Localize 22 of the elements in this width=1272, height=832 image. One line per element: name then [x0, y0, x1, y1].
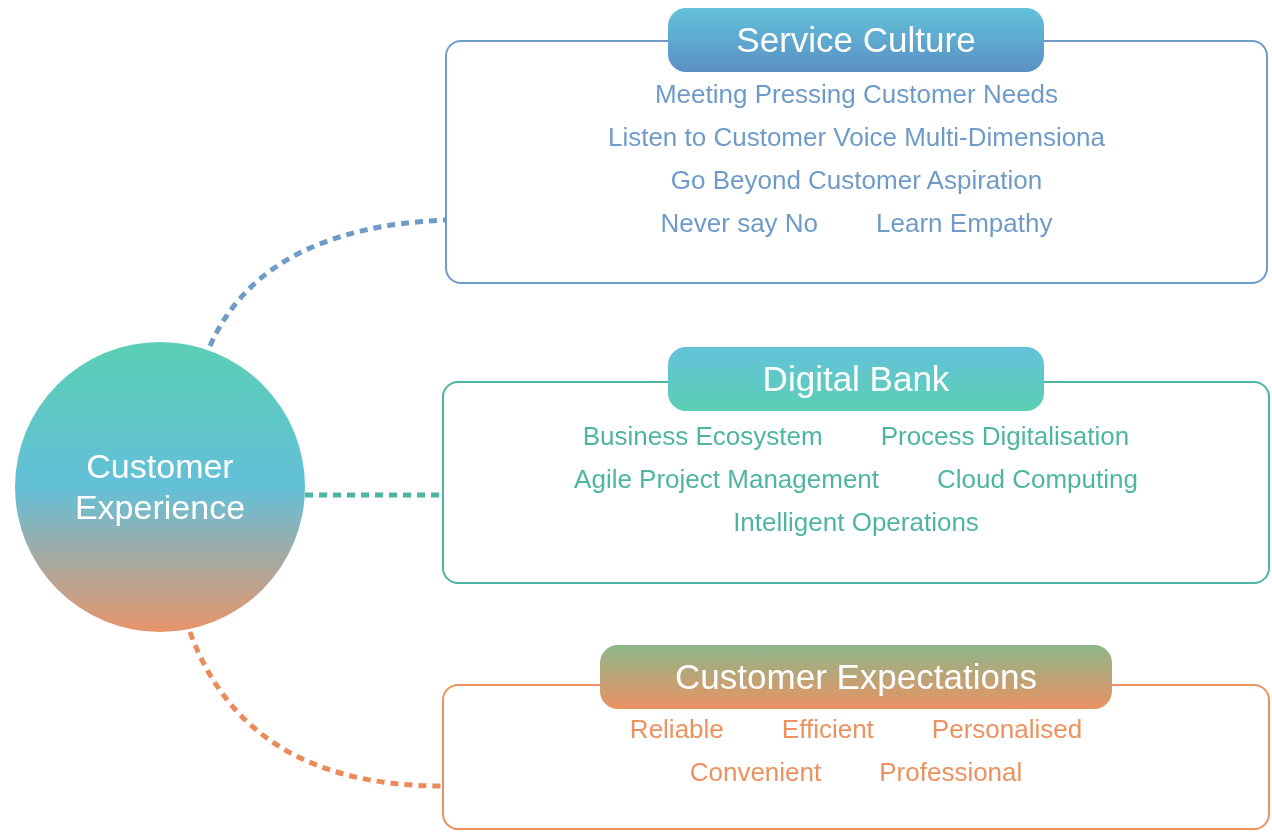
heading-pill: Service Culture — [668, 8, 1044, 72]
item-text: Efficient — [781, 714, 874, 745]
heading-pill: Customer Expectations — [600, 645, 1112, 709]
dotted-connector — [207, 217, 446, 348]
item-text: Meeting Pressing Customer Needs — [654, 79, 1059, 110]
item-text: Personalised — [931, 714, 1083, 745]
item-text: Business Ecosystem — [582, 421, 823, 452]
item-text: Cloud Computing — [937, 464, 1138, 495]
item-text: Reliable — [629, 714, 724, 745]
item-text: Learn Empathy — [876, 208, 1053, 239]
item-text: Intelligent Operations — [733, 507, 979, 538]
dotted-connector — [187, 631, 443, 789]
item-text: Professional — [879, 757, 1023, 788]
dotted-connector — [305, 492, 442, 498]
item-text: Go Beyond Customer Aspiration — [670, 165, 1043, 196]
item-text: Never say No — [660, 208, 819, 239]
item-text: Process Digitalisation — [880, 421, 1130, 452]
item-text: Listen to Customer Voice Multi-Dimensiona — [607, 122, 1106, 153]
heading-pill: Digital Bank — [668, 347, 1044, 411]
item-text: Agile Project Management — [574, 464, 880, 495]
hub-circle: Customer Experience — [15, 342, 305, 632]
item-text: Convenient — [689, 757, 822, 788]
